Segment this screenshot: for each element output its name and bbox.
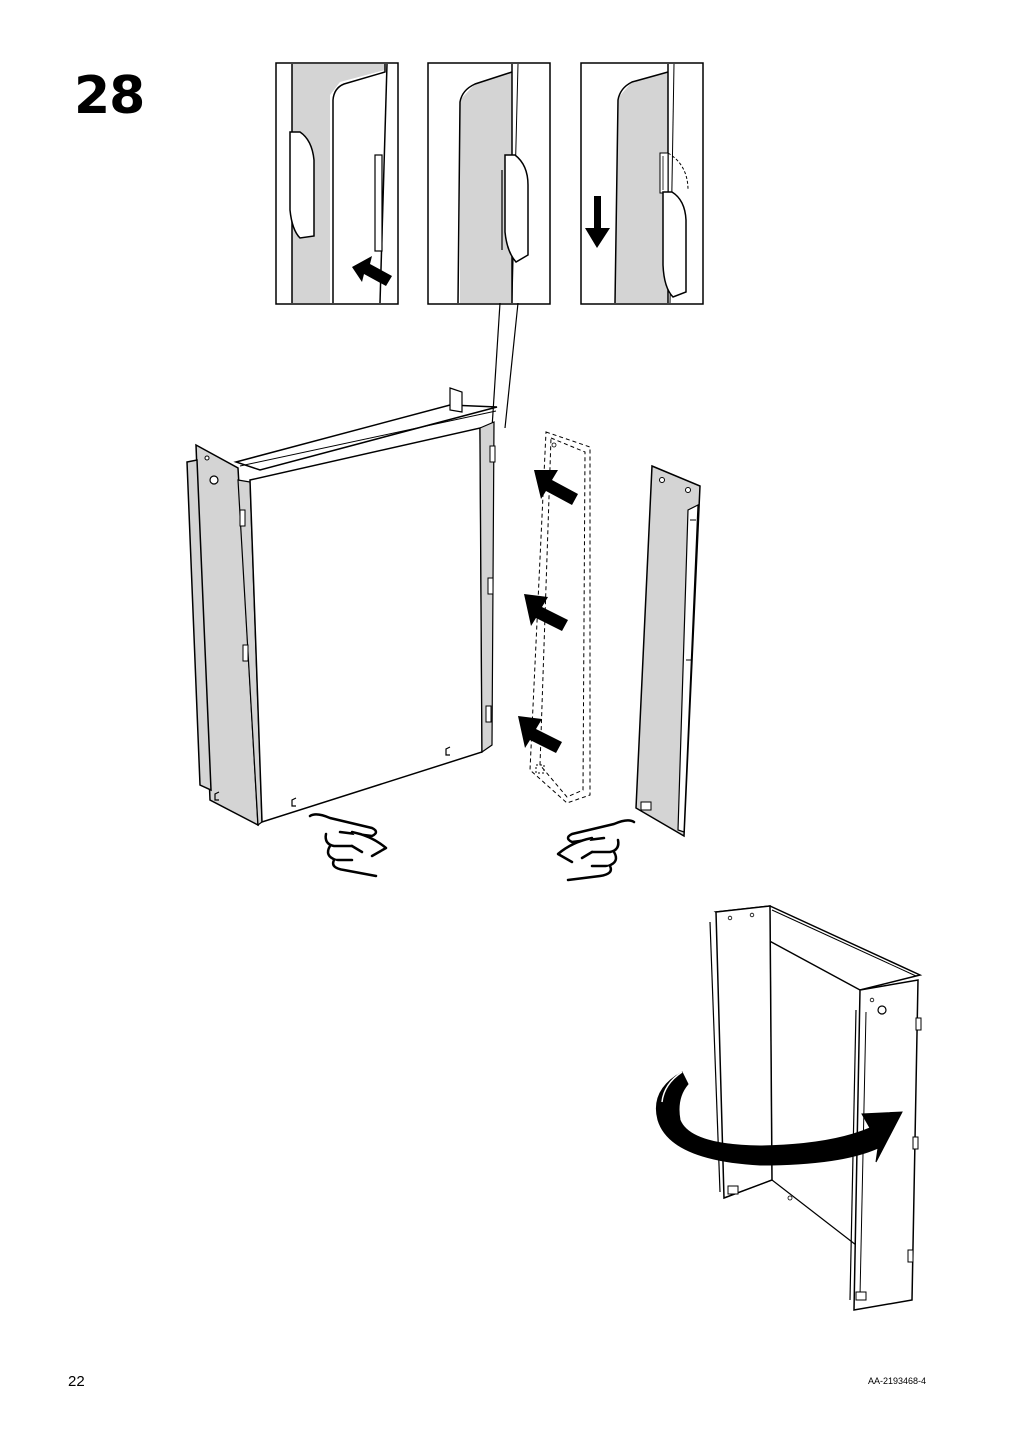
panel-ghost-outline	[529, 431, 591, 804]
detail-view-3	[580, 62, 704, 305]
document-code: AA-2193468-4	[868, 1376, 927, 1386]
push-arrow-icon	[518, 716, 562, 753]
detail-view-1	[275, 62, 399, 305]
cabinet-rotated-view	[709, 905, 923, 1311]
down-arrow-icon	[585, 196, 610, 248]
rotate-arrow-icon	[656, 1071, 903, 1166]
push-arrow-icon	[352, 256, 392, 286]
page-number: 22	[68, 1373, 85, 1390]
pointing-hand-icon	[308, 813, 388, 878]
side-panel-right	[635, 464, 701, 838]
push-arrow-icon	[524, 594, 568, 631]
cabinet-body	[186, 387, 498, 827]
step-number: 28	[74, 66, 145, 126]
push-arrow-icon	[534, 470, 578, 505]
pointing-hand-icon	[556, 819, 636, 882]
detail-view-2	[427, 62, 551, 305]
